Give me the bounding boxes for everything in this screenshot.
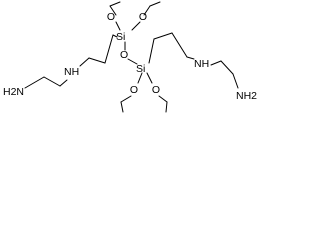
bond-o-right2-c [158, 95, 168, 103]
atom-nh2-right: NH2 [236, 90, 257, 102]
bond-c2-nh [59, 79, 68, 87]
atom-labels: H2N NH Si O Si NH NH2 [3, 31, 257, 102]
atom-nh-left: NH [64, 66, 79, 78]
bond-c-c-right [149, 1, 161, 7]
bond-c9-c10 [220, 60, 234, 75]
bond-o-bridge-si-bottom [127, 58, 138, 65]
ethoxy-oxygens: O O O O [107, 11, 160, 96]
bond-c5-si-top [112, 34, 118, 38]
atom-o-bottom-right: O [152, 84, 160, 96]
atom-o-top-left: O [107, 11, 115, 23]
bond-si-bottom-o-right [146, 72, 153, 84]
bond-nh2-c1 [24, 76, 45, 89]
bond-c8-nh [186, 56, 195, 60]
bond-si-bottom-c6 [148, 38, 155, 64]
bond-c4-c5 [104, 34, 114, 64]
atom-o-bottom-left: O [130, 84, 138, 96]
bond-c1-c2 [43, 76, 61, 87]
bond-c6-c7 [153, 32, 173, 40]
bond-c10-nh2 [232, 73, 239, 89]
bond-c-c-right2 [165, 101, 168, 113]
bond-o-right-c [143, 5, 151, 16]
bond-c7-c8 [171, 32, 188, 58]
atom-o-top-right: O [139, 11, 147, 23]
bond-si-top-o-left [115, 21, 121, 31]
bond-si-bottom-o-left [137, 72, 143, 84]
atom-nh-right: NH [194, 58, 209, 70]
bond-nh-c9 [210, 60, 222, 66]
structure-diagram: O O O O H2N NH Si O Si NH NH2 [3, 1, 257, 113]
atom-si-bottom: Si [136, 63, 145, 75]
bond-si-top-o-right [131, 21, 141, 31]
atom-o-bridge: O [120, 49, 128, 61]
bond-nh-c3 [79, 57, 90, 67]
bond-c3-c4 [88, 57, 106, 64]
bond-o-left2-c [120, 95, 132, 103]
bonds [24, 1, 239, 113]
bond-c-c-left2 [120, 101, 124, 113]
bond-c-c-left [109, 1, 121, 7]
atom-si-top: Si [116, 31, 125, 43]
atom-nh2-left: H2N [3, 86, 24, 98]
bond-o-left-c [109, 5, 117, 16]
